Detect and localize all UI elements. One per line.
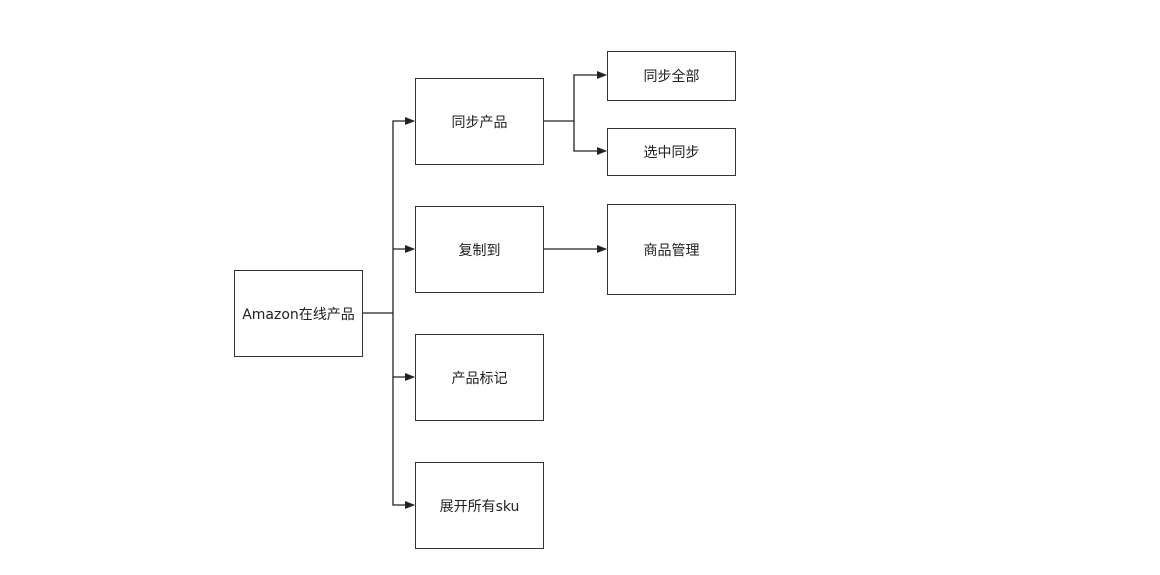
node-label: Amazon在线产品 (242, 306, 355, 323)
node-label: 产品标记 (451, 370, 508, 387)
node-label: 展开所有sku (439, 498, 520, 515)
node-label: 选中同步 (643, 145, 700, 161)
node-label: 复制到 (458, 242, 501, 259)
node-sync-selected: 选中同步 (607, 128, 736, 176)
node-sync-all: 同步全部 (607, 51, 736, 101)
edge-sync-to-sync-selected (573, 121, 607, 155)
node-product-mark: 产品标记 (415, 334, 544, 421)
node-label: 同步全部 (643, 69, 700, 85)
node-sync-products: 同步产品 (415, 78, 544, 165)
node-label: 商品管理 (643, 242, 700, 259)
edge-root-to-mark (392, 313, 415, 381)
edge-sync-to-sync-all (544, 71, 607, 122)
node-copy-to: 复制到 (415, 206, 544, 293)
node-amazon-online-products: Amazon在线产品 (234, 270, 363, 357)
node-expand-all-sku: 展开所有sku (415, 462, 544, 549)
node-goods-management: 商品管理 (607, 204, 736, 295)
node-label: 同步产品 (451, 114, 508, 131)
edge-root-to-expand (392, 377, 415, 509)
edge-root-to-sync (363, 117, 415, 314)
